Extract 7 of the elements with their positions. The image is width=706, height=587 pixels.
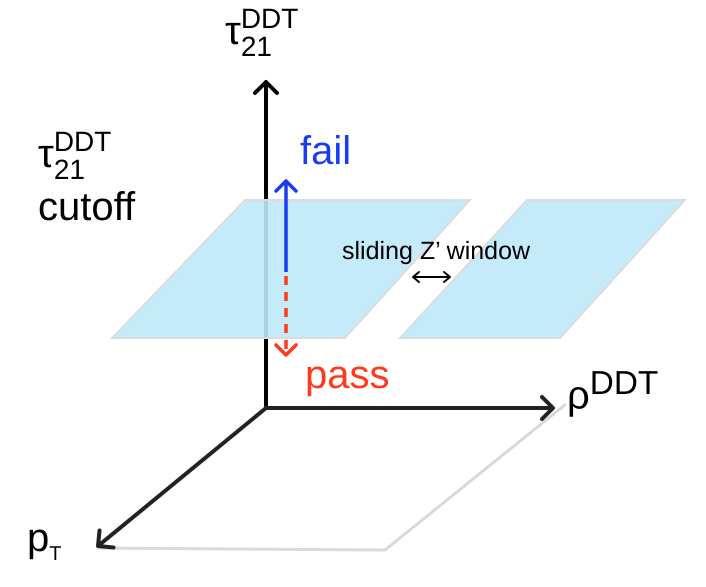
axis-label: ρ$^{DDT}$: [567, 364, 658, 420]
axis-label: p$_{T}$: [27, 515, 62, 567]
outcome-label: fail: [280, 131, 352, 181]
arrow: [274, 179, 298, 272]
outcome-label: pass: [280, 355, 390, 395]
arrow: [274, 276, 298, 357]
window-label: sliding Z’ window: [342, 236, 530, 267]
